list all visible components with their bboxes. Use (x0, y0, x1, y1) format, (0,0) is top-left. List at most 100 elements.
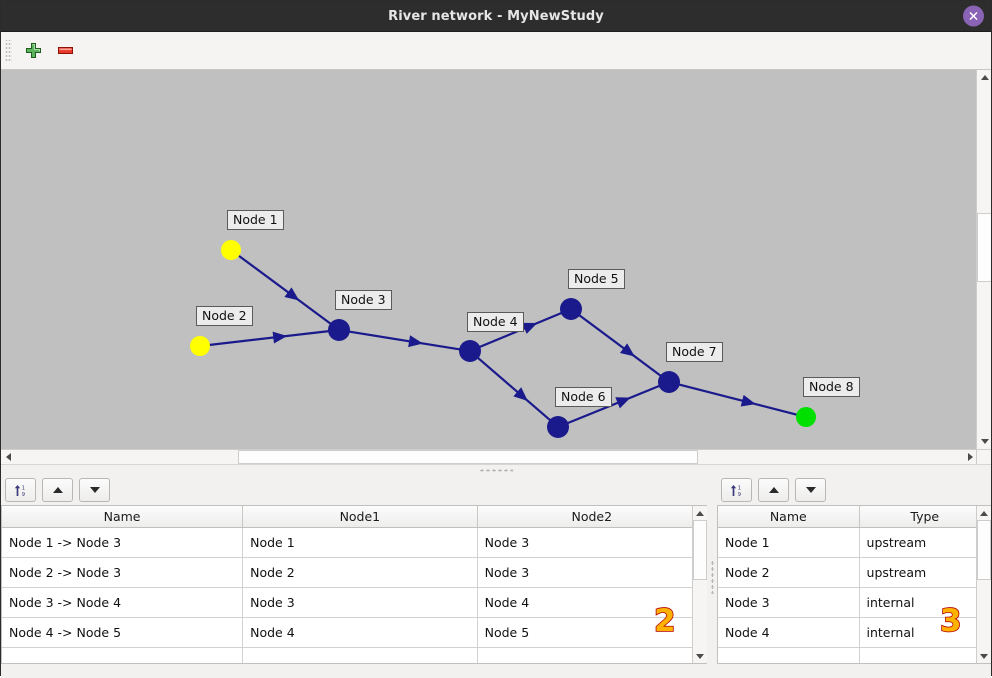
graph-horizontal-scrollbar[interactable] (1, 449, 978, 464)
graph-vertical-scrollbar[interactable] (976, 70, 991, 449)
add-node-button[interactable] (17, 36, 49, 66)
graph-node-label-node-1[interactable]: Node 1 (227, 210, 284, 230)
nodes-table-column-header[interactable]: Type (859, 506, 991, 528)
graph-edge[interactable] (237, 254, 332, 325)
reaches-table-cell[interactable]: Node 2 (242, 557, 478, 588)
reaches-table-column-header[interactable]: Node1 (242, 506, 478, 528)
nodes-table-cell[interactable]: Node 2 (718, 557, 860, 588)
scroll-down-button[interactable] (693, 649, 707, 663)
remove-node-button[interactable] (49, 36, 81, 66)
reaches-move-down-button[interactable] (79, 478, 110, 502)
nodes-sort-button[interactable]: 1 9 (721, 478, 752, 502)
scroll-up-button[interactable] (693, 506, 707, 520)
scroll-left-button[interactable] (1, 450, 16, 464)
nodes-table-column-header[interactable]: Name (718, 506, 860, 528)
scroll-right-button[interactable] (963, 450, 978, 464)
reaches-vscroll-thumb[interactable] (693, 520, 707, 580)
reaches-table-cell[interactable] (242, 647, 478, 663)
graph-edge[interactable] (678, 383, 798, 416)
nodes-move-down-button[interactable] (795, 478, 826, 502)
nodes-table-row[interactable] (718, 647, 991, 663)
graph-edge[interactable] (566, 384, 661, 425)
graph-edge[interactable] (476, 356, 552, 422)
reaches-table-cell[interactable]: Node 4 (477, 587, 707, 618)
close-button[interactable] (963, 5, 984, 27)
nodes-vscroll-thumb[interactable] (977, 520, 991, 580)
graph-node-label-node-2[interactable]: Node 2 (196, 306, 253, 326)
graph-node-node-3[interactable] (328, 319, 350, 341)
graph-node-label-node-7[interactable]: Node 7 (666, 342, 723, 362)
reaches-table-cell[interactable]: Node 1 -> Node 3 (2, 527, 244, 558)
graph-node-label-node-6[interactable]: Node 6 (555, 387, 612, 407)
reaches-table-cell[interactable]: Node 5 (477, 617, 707, 648)
nodes-table-cell[interactable]: internal (859, 587, 991, 618)
scroll-up-button[interactable] (977, 506, 991, 520)
nodes-table-cell[interactable]: Node 1 (718, 527, 860, 558)
nodes-vertical-scrollbar[interactable] (976, 506, 991, 663)
graph-node-node-5[interactable] (560, 298, 582, 320)
graph-node-label-node-3[interactable]: Node 3 (335, 290, 392, 310)
scroll-up-button[interactable] (977, 70, 991, 85)
graph-node-node-4[interactable] (459, 340, 481, 362)
graph-node-node-6[interactable] (547, 416, 569, 438)
reaches-sort-button[interactable]: 1 9 (5, 478, 36, 502)
graph-vscroll-thumb[interactable] (977, 213, 991, 282)
reaches-table-cell[interactable]: Node 4 (242, 617, 478, 648)
horizontal-splitter[interactable] (1, 464, 991, 475)
network-graph-canvas[interactable] (1, 70, 961, 449)
reaches-table-column-header[interactable]: Name (2, 506, 244, 528)
reaches-table-column-header[interactable]: Node2 (477, 506, 707, 528)
nodes-table-cell[interactable]: Node 4 (718, 617, 860, 648)
reaches-table-cell[interactable] (477, 647, 707, 663)
graph-node-node-7[interactable] (658, 371, 680, 393)
nodes-table-cell[interactable]: Node 3 (718, 587, 860, 618)
reaches-table-cell[interactable]: Node 2 -> Node 3 (2, 557, 244, 588)
vertical-splitter[interactable] (707, 475, 717, 678)
reaches-table-cell[interactable] (2, 647, 244, 663)
reaches-table-cell[interactable]: Node 1 (242, 527, 478, 558)
scroll-down-button[interactable] (977, 434, 991, 449)
graph-node-label-node-5[interactable]: Node 5 (568, 269, 625, 289)
nodes-table-cell[interactable]: internal (859, 617, 991, 648)
reaches-vertical-scrollbar[interactable] (692, 506, 707, 663)
graph-node-node-1[interactable] (221, 240, 241, 260)
graph-hscroll-thumb[interactable] (238, 450, 698, 464)
reaches-table-row[interactable] (2, 647, 707, 663)
reaches-table-cell[interactable]: Node 3 (477, 527, 707, 558)
graph-node-node-2[interactable] (190, 336, 210, 356)
graph-node-node-8[interactable] (796, 407, 816, 427)
reaches-move-up-button[interactable] (42, 478, 73, 502)
nodes-move-up-button[interactable] (758, 478, 789, 502)
graph-edge[interactable] (578, 314, 662, 377)
scroll-down-button[interactable] (977, 649, 991, 663)
graph-node-label-node-8[interactable]: Node 8 (803, 377, 860, 397)
graph-edge[interactable] (208, 330, 330, 347)
reaches-table-cell[interactable]: Node 4 -> Node 5 (2, 617, 244, 648)
nodes-table-cell[interactable]: upstream (859, 527, 991, 558)
graph-edge[interactable] (348, 330, 461, 351)
toolbar-drag-handle[interactable] (5, 39, 12, 62)
graph-node-label-node-4[interactable]: Node 4 (467, 312, 524, 332)
reaches-table-cell[interactable]: Node 3 -> Node 4 (2, 587, 244, 618)
network-graph-view[interactable]: Node 1 Node 2 Node 3 Node 4 Node 5 Node 6 Node… (1, 70, 991, 464)
nodes-table-cell[interactable] (859, 647, 991, 663)
reaches-table-cell[interactable]: Node 3 (242, 587, 478, 618)
reaches-table-cell[interactable]: Node 3 (477, 557, 707, 588)
nodes-table-cell[interactable] (718, 647, 860, 663)
